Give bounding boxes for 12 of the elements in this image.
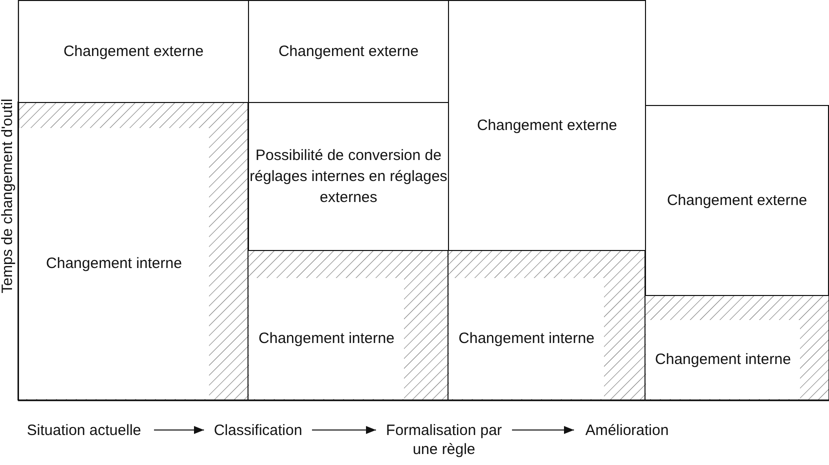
text-box: Changement interne [249,278,404,399]
axis-label: Temps de changement d'outil [0,98,17,296]
text-box: Changement externe [645,105,829,296]
text-box: Possibilité de conversion de réglages internes en réglages externes [248,102,449,251]
arrow [154,426,204,434]
arrow [512,426,574,434]
text-box: Changement interne [646,320,800,399]
text-box: Changement externe [18,0,249,103]
text-box: Changement interne [449,278,604,399]
arrow [312,426,376,434]
text-box: Changement externe [448,0,646,251]
text-box: Changement interne [19,128,209,399]
